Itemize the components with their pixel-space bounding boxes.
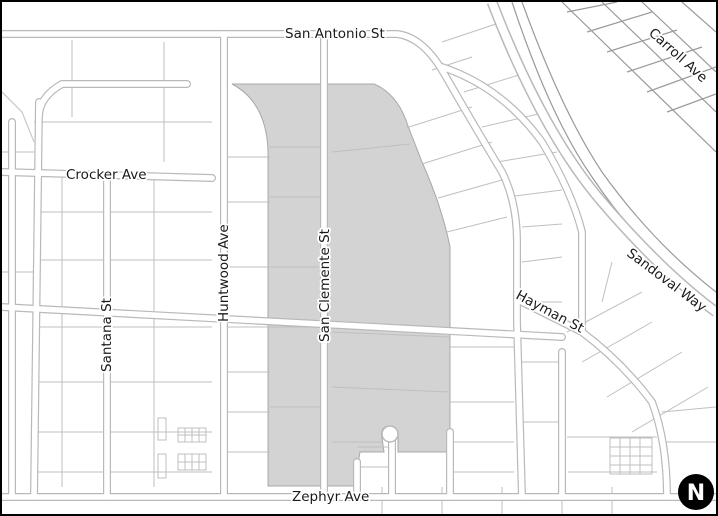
- street-label-sandoval: Sandoval Way: [624, 245, 710, 315]
- highlighted-area[interactable]: [231, 83, 451, 487]
- street-label-santana: Santana St: [99, 298, 115, 372]
- street-label-zephyr: Zephyr Ave: [292, 489, 369, 505]
- north-arrow: N: [678, 474, 714, 510]
- north-arrow-label: N: [687, 481, 705, 506]
- highway: [486, 2, 716, 317]
- street-label-crocker: Crocker Ave: [66, 167, 147, 183]
- street-label-huntwood: Huntwood Ave: [216, 224, 232, 322]
- street-label-san-antonio: San Antonio St: [285, 26, 385, 42]
- street-label-hayman: Hayman St: [513, 287, 586, 336]
- street-label-san-clemente: San Clemente St: [317, 229, 333, 342]
- street-label-carroll: Carroll Ave: [645, 25, 710, 86]
- road-network: [2, 30, 716, 501]
